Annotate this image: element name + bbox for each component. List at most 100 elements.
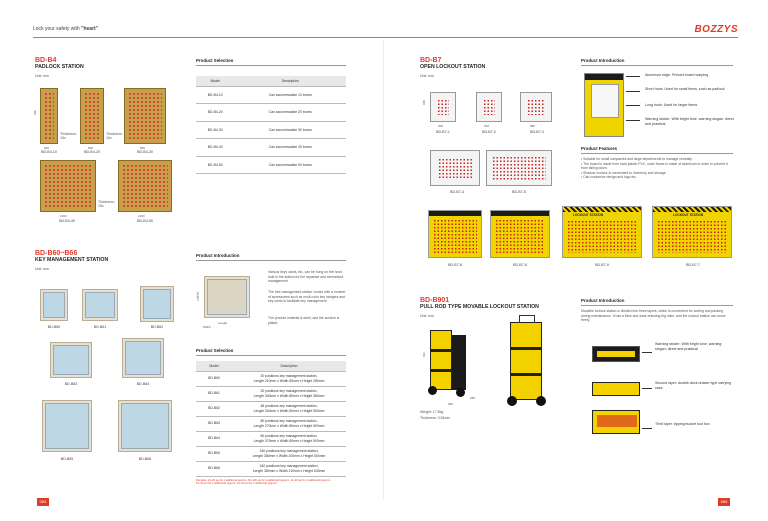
b901-unit: Unit: mm	[420, 314, 434, 318]
b7-code: BD-B7	[420, 57, 442, 64]
b901-ann-1: Warning sticker: With bright tone, warni…	[655, 342, 722, 351]
b60-unit: Unit: mm	[35, 267, 49, 271]
b4-caption-50: BD-B4-50	[137, 219, 153, 223]
b4-caption-30: BD-B4-30	[137, 150, 153, 154]
b7-dim-top: 400	[422, 100, 426, 106]
annotation-line	[626, 120, 640, 121]
b7-unit: Unit: mm	[420, 74, 434, 78]
b7-heading: BD-B7 OPEN LOCKOUT STATION Unit: mm	[420, 57, 485, 78]
b7-feature-2: • The board is made from hard plastic PV…	[581, 161, 728, 171]
annotation-line	[626, 105, 640, 106]
b60-image	[40, 289, 68, 321]
b4-title: PADLOCK STATION	[35, 64, 84, 70]
b4-dim-a: 500	[44, 146, 50, 150]
b901-heading: BD-B901 PULL ROD TYPE MOVABLE LOCKOUT ST…	[420, 297, 539, 318]
b7-features: Product Features • Suitable for small co…	[581, 146, 733, 180]
annotation-line	[642, 352, 652, 353]
b7-2-image	[476, 92, 502, 122]
b7-8-banner	[491, 211, 549, 216]
page-number-right: 084	[718, 498, 730, 506]
b60-dim-length: Length	[218, 321, 228, 325]
b60-dim-width: Width	[203, 325, 211, 329]
b7-dim-w3: 380	[530, 124, 536, 128]
b901-intro-title: Product Introduction	[581, 298, 733, 306]
b4-30-image	[124, 88, 166, 144]
annotation-line	[626, 76, 640, 77]
b60-intro-image	[204, 276, 250, 318]
b901-intro-body: Movable lockout station is divided into …	[581, 309, 726, 323]
cell-model: BD-B4-20	[196, 103, 235, 122]
b63-caption: BD-B63	[64, 382, 78, 386]
trolley-band	[511, 373, 541, 376]
trolley-band	[431, 349, 451, 352]
b60-intro: Product Introduction	[196, 253, 346, 261]
cell-desc: 160 positions key management station,Len…	[232, 446, 346, 462]
layer-tools	[597, 415, 637, 427]
b7-feature-3: • Shadow contour is convenient to invent…	[581, 170, 667, 175]
b901-layer-2	[592, 382, 640, 396]
b7-ann-4: Warning sticker: With bright tone, warni…	[645, 117, 734, 126]
b901-ann-3: Third layer: tipping bucket tool box	[655, 422, 710, 426]
b4-caption-20: BD-B4-20	[84, 150, 100, 154]
cell-model: BD-B4-10	[196, 86, 235, 104]
b60-selection-title: Product Selection	[196, 348, 346, 356]
b60-selection: Product Selection Model Description BD-B…	[196, 348, 346, 485]
b7-dim-w1: 300	[438, 124, 444, 128]
b7-feature-1: • Suitable for small companies and large…	[581, 157, 693, 161]
footnote-line: 10~30 set for 1 additional) (approx. 10~…	[196, 481, 278, 485]
cell-desc: Can accommodate 40 boxes	[234, 138, 346, 157]
b7-5-caption: BD-B7-5	[512, 190, 526, 194]
page-gutter	[383, 40, 384, 500]
cell-model: BD-B4-30	[196, 121, 235, 139]
cell-desc: Can accommodate 30 boxes	[234, 121, 346, 139]
b60-dim-height: Height	[196, 292, 200, 301]
b60-intro-text-3: The product material is steel, and the s…	[268, 316, 340, 325]
layer-panel	[597, 351, 635, 357]
annotation-line	[642, 388, 652, 389]
b7-9-image: LOCKOUT STATION	[562, 206, 642, 258]
b7-9-banner-text: LOCKOUT STATION	[573, 213, 604, 217]
cell-desc: Can accommodate 10 boxes	[234, 86, 346, 104]
cell-model: BD-B4-50	[196, 156, 235, 174]
b7-6-image	[428, 210, 482, 258]
page-number-left: 083	[37, 498, 49, 506]
cell-desc: 48 positions key management station,Leng…	[232, 401, 346, 417]
cell-model: BD-B4-40	[196, 138, 235, 157]
b901-photo-wheel	[507, 396, 517, 406]
b901-layer-1	[592, 346, 640, 362]
page-tagline: Lock your safety with "heart"	[33, 26, 98, 32]
b4-thickness-a: Thickness: 15c	[60, 132, 77, 140]
cell-desc: Can accommodate 50 boxes	[234, 156, 346, 174]
b4-heading: BD-B4 PADLOCK STATION Unit: mm	[35, 57, 84, 78]
cell-desc: 32 positions key management station,Leng…	[232, 386, 346, 402]
b60-code: BD-B60~B66	[35, 250, 78, 257]
b4-selection-title: Product Selection	[196, 58, 346, 66]
b4-caption-10: BD-B4-10	[41, 150, 57, 154]
col-model: Model	[196, 361, 232, 372]
b7-9-stripe	[563, 207, 641, 212]
b4-code: BD-B4	[35, 57, 57, 64]
b7-intro: Product Introduction	[581, 58, 733, 66]
b4-dim-b: 500	[88, 146, 94, 150]
b63-image	[50, 342, 92, 378]
b61-image	[82, 289, 118, 321]
b7-feature-4: • Can customize design and logo etc.	[581, 175, 637, 180]
b7-8-image	[490, 210, 550, 258]
b7-4-caption: BD-B7-4	[450, 190, 464, 194]
b60-title: KEY MANAGEMENT STATION	[35, 257, 109, 263]
b64-caption: BD-B64	[136, 382, 150, 386]
b901-wheel	[456, 388, 465, 397]
b60-footnote: Remarks: 10~20 set for 1 additional (app…	[196, 479, 346, 486]
b4-10-image	[40, 88, 58, 144]
cell-model: BD-B62	[196, 401, 232, 417]
